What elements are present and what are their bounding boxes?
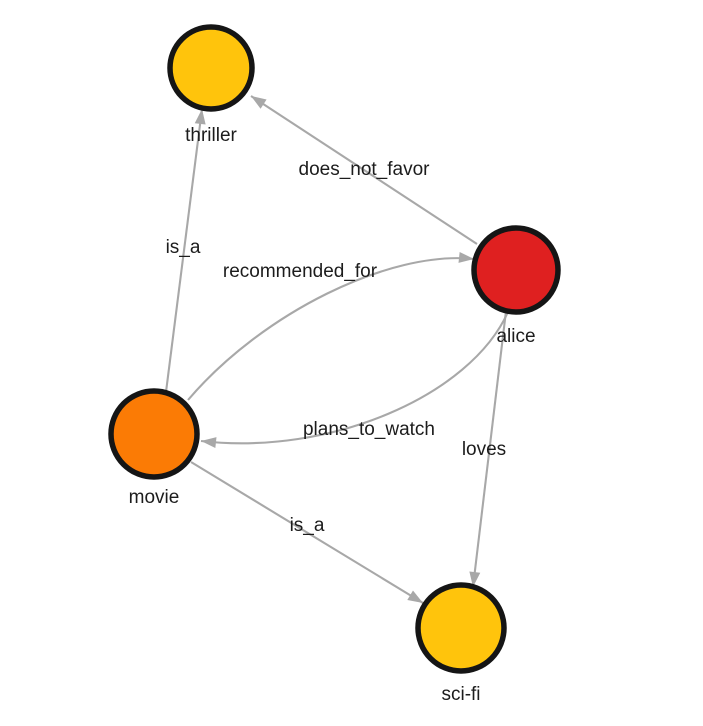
arrow-head-icon [469,571,481,587]
arrow-head-icon [251,96,267,109]
node-alice[interactable] [471,225,561,315]
edge-alice-plans-to-watch-movie[interactable] [200,311,509,449]
arrow-head-icon [201,437,217,449]
edge-label-alice-loves-sci-fi: loves [462,439,506,460]
node-label-movie: movie [129,487,180,508]
arrow-head-icon [194,109,206,125]
nodes-layer [108,24,561,674]
node-label-alice: alice [496,326,535,347]
edge-movie-recommended-for-alice[interactable] [187,251,475,401]
node-circle[interactable] [108,388,200,480]
node-thriller[interactable] [167,24,255,112]
edge-line [200,311,509,445]
edge-movie-is-a-sci-fi[interactable] [190,461,426,608]
edge-movie-is-a-thriller[interactable] [164,108,207,393]
edge-line [187,257,475,401]
arrow-head-icon [458,251,474,263]
node-circle[interactable] [167,24,255,112]
edge-alice-does-not-favor-thriller[interactable] [248,91,478,245]
node-movie[interactable] [108,388,200,480]
edge-line [164,108,204,393]
node-sci-fi[interactable] [415,582,507,674]
node-circle[interactable] [471,225,561,315]
edge-line [190,461,424,604]
node-labels-layer: thriller alice movie sci-fi [129,125,536,705]
edge-label-movie-is-a-sci-fi: is_a [290,515,325,536]
node-circle[interactable] [415,582,507,674]
edge-line [250,95,478,245]
node-label-sci-fi: sci-fi [441,684,480,705]
node-label-thriller: thriller [185,125,237,146]
edge-label-alice-plans-to-watch-movie: plans_to_watch [303,419,435,440]
edge-label-movie-is-a-thriller: is_a [166,237,201,258]
edges-layer [164,91,509,608]
arrow-head-icon [407,590,423,603]
edge-line [471,310,508,588]
edge-label-movie-recommended-for-alice: recommended_for [223,261,378,282]
edge-label-alice-does-not-favor-thriller: does_not_favor [299,159,431,180]
edge-alice-loves-sci-fi[interactable] [468,310,508,588]
edge-labels-layer: does_not_favor is_a recommended_for plans_t… [166,159,507,536]
